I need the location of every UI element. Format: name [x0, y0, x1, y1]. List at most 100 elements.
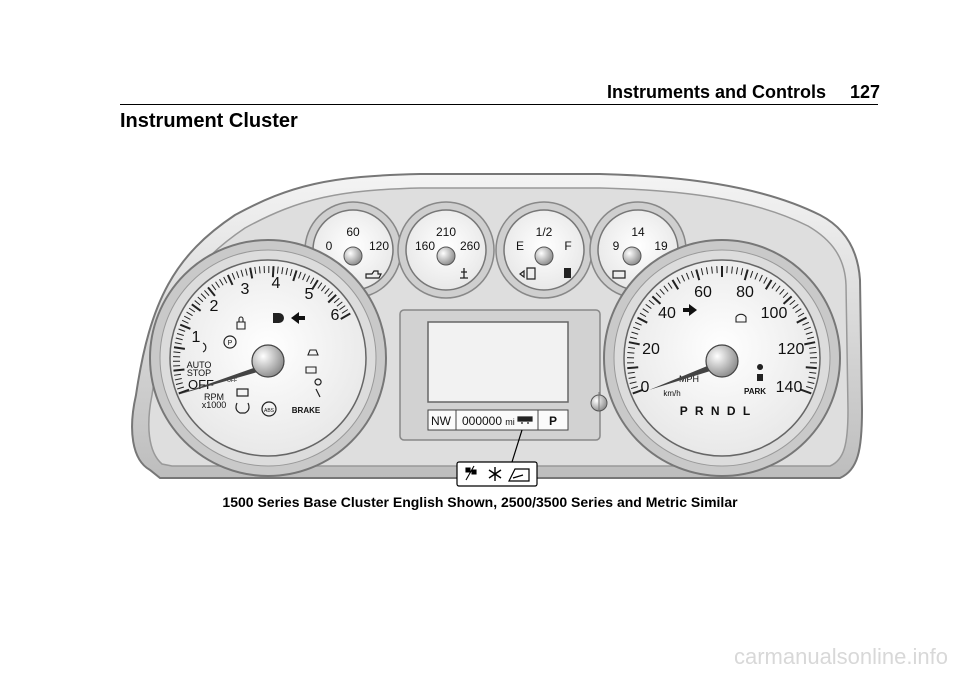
seatbelt-icon: [314, 378, 322, 398]
drive-mode-indicator-box: [456, 461, 538, 487]
left-turn-arrow-icon: [291, 312, 305, 324]
gauge-tick: [627, 366, 639, 370]
gauge-tick: [306, 275, 311, 283]
tach-needle: [177, 364, 268, 395]
gauge-tick: [176, 333, 184, 336]
x1000-label: x1000: [202, 400, 227, 410]
oil-tick-120: 120: [369, 239, 389, 253]
gauge-tick: [633, 326, 640, 331]
gauge-tick: [637, 316, 648, 324]
oil-tick-0: 0: [326, 239, 333, 253]
gauge-tick: [758, 274, 763, 282]
volt-tick-9: 9: [613, 239, 620, 253]
abs-warning-icon: [261, 401, 277, 417]
gauge-tick: [194, 300, 201, 306]
speedometer: 0 20 40 60 80 100 120 140 MPH km/h PARK …: [603, 239, 841, 477]
gauge-tick: [690, 270, 695, 278]
temp-tick-210: 210: [436, 225, 456, 239]
gauge-tick: [809, 371, 817, 374]
gauge-tick: [705, 267, 709, 275]
volt-tick-14: 14: [631, 225, 645, 239]
gauge-tick: [336, 301, 343, 307]
gauge-tick: [215, 281, 220, 288]
page-number: 127: [849, 82, 880, 102]
snowflake-icon: [488, 467, 502, 481]
gauge-tick: [311, 279, 319, 291]
gauge-tick: [797, 312, 805, 318]
gauge-tick: [809, 351, 817, 354]
gauge-tick: [211, 284, 217, 291]
gauge-tick: [184, 315, 191, 320]
gauge-tick: [627, 351, 635, 354]
tach-num-3: 3: [241, 281, 250, 298]
gauge-tick: [204, 290, 210, 296]
gauge-tick: [667, 282, 673, 289]
gauge-tick: [191, 303, 202, 312]
gauge-tick: [804, 341, 816, 346]
gauge-tick: [775, 285, 781, 292]
gauge-tick: [800, 388, 812, 395]
gauge-tick: [181, 319, 189, 324]
gauge-tick: [792, 303, 799, 309]
tach-num-5: 5: [305, 286, 314, 303]
gauge-tick: [298, 271, 302, 279]
gauge-tick: [178, 388, 190, 395]
battery-warning-icon: [236, 388, 249, 397]
kmh-label: km/h: [663, 389, 680, 398]
gauge-tick: [327, 291, 334, 297]
fog-lamp-icon: [202, 342, 207, 353]
gauge-tick: [779, 288, 785, 295]
gauge-tick: [173, 351, 181, 354]
trailer-icon: [517, 416, 533, 424]
gauge-tick: [174, 378, 182, 381]
gauge-tick: [629, 336, 637, 340]
gauge-tick: [740, 268, 744, 276]
gauge-tick: [805, 331, 813, 335]
tachometer: 1 2 3 4 5 6 AUTO STOP OFF RPM x1000 BRAK…: [149, 239, 387, 477]
tach-num-6: 6: [331, 307, 340, 324]
gauge-tick: [289, 268, 293, 276]
gauge-tick: [173, 346, 186, 350]
fuel-gauge: E 1/2 F: [495, 201, 593, 299]
oil-can-icon: [365, 270, 382, 279]
gauge-tick: [231, 272, 236, 280]
abs-warning-text: ABS: [264, 408, 275, 414]
gauge-tick: [174, 342, 182, 345]
gauge-tick: [324, 288, 330, 295]
brake-warning-label: BRAKE: [292, 406, 321, 415]
gauge-tick: [681, 274, 686, 282]
odometer-unit: mi: [505, 417, 515, 427]
gauge-tick: [317, 282, 323, 289]
gauge-tick: [789, 299, 796, 306]
fuel-pump-icon: [564, 268, 571, 278]
gauge-tick: [671, 279, 680, 290]
security-icon: [236, 316, 246, 330]
gauge-tick: [631, 331, 639, 335]
coolant-temp-icon: [460, 268, 468, 279]
gauge-tick: [339, 305, 346, 311]
driver-info-screen: [427, 321, 569, 403]
figure-caption: 1500 Series Base Cluster English Shown, …: [222, 494, 738, 510]
gauge-tick: [808, 376, 816, 379]
speed-num-100: 100: [761, 305, 788, 322]
gauge-tick: [188, 307, 196, 313]
gauge-tick: [795, 308, 802, 313]
gauge-tick: [200, 293, 207, 299]
tire-pressure-icon: [235, 402, 250, 414]
gauge-tick: [177, 386, 185, 390]
gauge-tick: [327, 294, 337, 304]
gauge-tick: [245, 268, 248, 276]
gauge-tick: [782, 295, 793, 305]
section-title: Instruments and Controls: [606, 82, 826, 102]
gauge-tick: [648, 299, 655, 306]
oil-tick-60: 60: [346, 225, 360, 239]
gauge-tick: [663, 285, 669, 292]
gauge-tick: [782, 292, 789, 299]
speed-num-20: 20: [642, 341, 660, 358]
gauge-tick: [809, 346, 817, 349]
gauge-tick: [207, 286, 216, 297]
gauge-tick: [276, 266, 279, 274]
auto-stop-label-top: AUTO: [187, 360, 212, 370]
prndl-indicator: P R N D L: [680, 404, 752, 418]
